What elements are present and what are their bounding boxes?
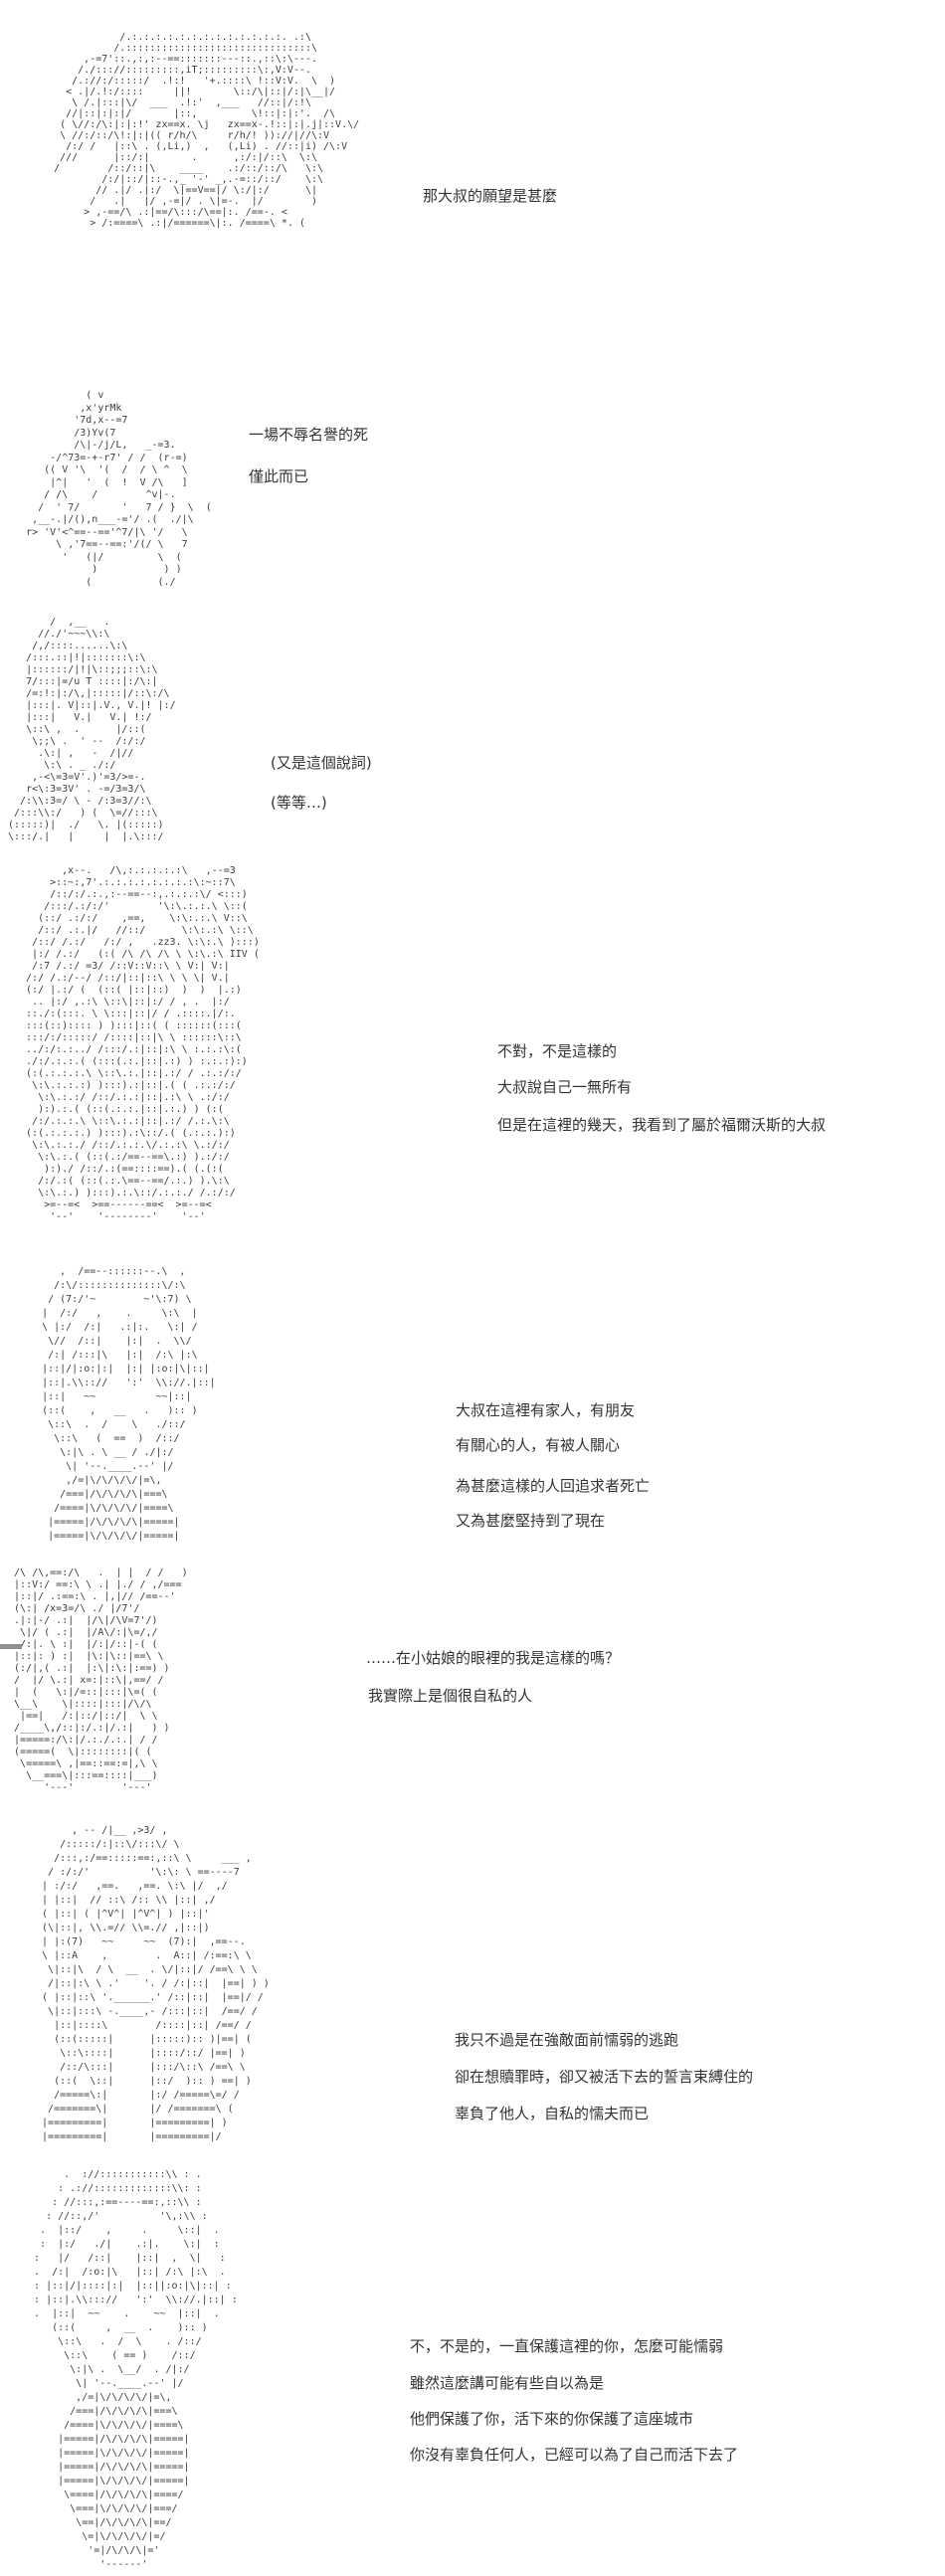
ascii-art-panel-4: ,x--. /\,:.:.:.:.:\ ,--=3 >::~:,7'.:.:.:… (26, 865, 260, 1222)
dialogue-line: 大叔在這裡有家人，有朋友 (456, 1401, 636, 1419)
ascii-art-panel-3: / ,__ . //./'~~~\\:\ /,/::::......\:\ /:… (8, 617, 176, 842)
ascii-art-panel-1: /.:.:.:.:.:.:.:.:.:.:.:.:.:. .:\ /.:::::… (54, 32, 360, 229)
ascii-art-panel-7: , -- /|__ ,>3/ , /:::::/:|::\/:::\/ \ /:… (42, 1825, 270, 2142)
dialogue-line: 不，不是的，一直保護這裡的你，怎麼可能懦弱 (410, 2337, 724, 2355)
dialogue-line: 大叔說自己一無所有 (497, 1078, 633, 1096)
dialogue-line: 但是在這裡的幾天，我看到了屬於福爾沃斯的大叔 (497, 1116, 827, 1134)
ascii-art-panel-8: . ://:::::::::::\\ : . : .://:::::::::::… (34, 2169, 238, 2570)
dialogue-line: (等等…) (271, 794, 327, 812)
gray-dash (0, 1644, 22, 1649)
dialogue-line: 卻在想贖罪時，卻又被活下去的誓言束縛住的 (455, 2068, 754, 2086)
ascii-art-panel-2: ( v ,x'yrMk '7d,x--=7 /3)Yv(7 /\|-/j/L, … (26, 390, 212, 588)
dialogue-line: 他們保護了你，活下來的你保護了這座城市 (410, 2410, 694, 2428)
dialogue-line: 我只不過是在強敵面前懦弱的逃跑 (455, 2031, 679, 2049)
ascii-art-panel-5: , /==--::::::--.\ , /:\/::::::::::::::\/… (42, 1266, 216, 1542)
dialogue-line: 那大叔的願望是甚麼 (423, 187, 558, 205)
dialogue-line: 僅此而已 (249, 467, 309, 485)
dialogue-line: 你沒有辜負任何人，已經可以為了自己而活下去了 (410, 2446, 739, 2464)
dialogue-line: 我實際上是個很自私的人 (368, 1687, 533, 1705)
dialogue-line: 為甚麼這樣的人回追求者死亡 (456, 1477, 651, 1495)
dialogue-line: 一場不辱名譽的死 (249, 426, 369, 444)
dialogue-line: 又為甚麼堅持到了現在 (456, 1512, 606, 1530)
dialogue-line: 不對，不是這樣的 (497, 1042, 618, 1060)
ascii-art-panel-6: /\ /\,==:/\ . | | / / ) |::V:/ ==:\ \ .|… (14, 1567, 188, 1793)
dialogue-line: ……在小姑娘的眼裡的我是這樣的嗎？ (366, 1649, 621, 1667)
dialogue-line: 有關心的人，有被人關心 (456, 1436, 621, 1454)
dialogue-line: 雖然這麼講可能有些自以為是 (410, 2374, 605, 2392)
dialogue-line: (又是這個說詞) (271, 754, 372, 772)
dialogue-line: 辜負了他人，自私的懦夫而已 (455, 2105, 650, 2122)
